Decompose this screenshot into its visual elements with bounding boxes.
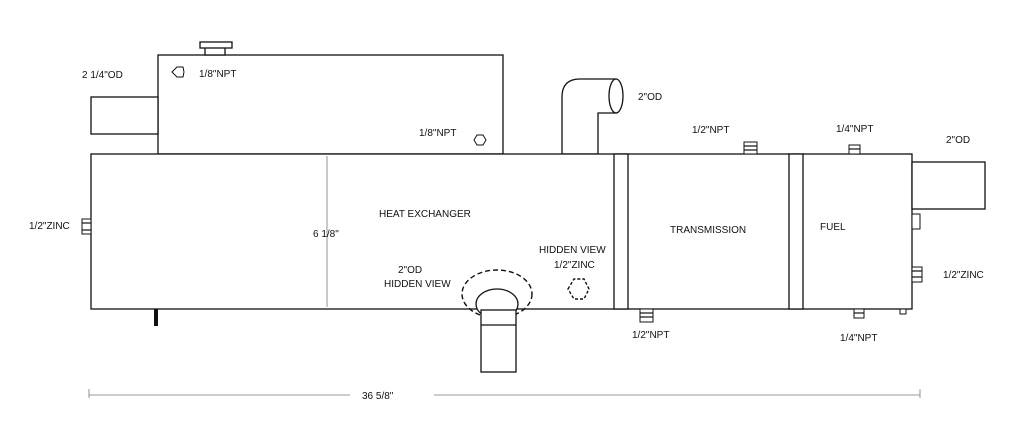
hidden-view-label-1: HIDDEN VIEW: [384, 279, 451, 290]
elbow-pipe: [561, 78, 617, 155]
npt-trans-top-label: 1/2"NPT: [692, 125, 729, 136]
partition-wall-2: [788, 153, 804, 310]
filler-cap: [199, 41, 233, 49]
elbow-pipe-end: [608, 78, 624, 114]
drain-pin: [154, 309, 158, 326]
trans-top-fitting: [743, 141, 758, 155]
hidden-view-label-2: HIDDEN VIEW: [539, 245, 606, 256]
zinc-right-top: [911, 213, 921, 230]
hex-port-icon: [473, 134, 487, 146]
fuel-label: FUEL: [820, 222, 846, 233]
small-drain: [899, 308, 907, 315]
elbow-od-label: 2"OD: [638, 92, 662, 103]
npt-fuel-top-label: 1/4"NPT: [836, 124, 873, 135]
top-reservoir: [157, 54, 504, 155]
zinc-right-bottom: [911, 266, 923, 283]
main-body: [90, 153, 913, 310]
hidden-od-label: 2"OD: [398, 265, 422, 276]
hex-port-icon: [171, 66, 185, 78]
height-dim-label: 6 1/8": [313, 229, 339, 240]
partition-wall-1: [613, 153, 629, 310]
outlet-od-label: 2"OD: [946, 135, 970, 146]
trans-bottom-fitting: [639, 308, 654, 323]
outlet-pipe: [911, 161, 986, 210]
npt-fuel-bottom-label: 1/4"NPT: [840, 333, 877, 344]
bottom-outlet-pipe: [480, 309, 517, 373]
zinc-right-label: 1/2"ZINC: [943, 270, 984, 281]
hidden-zinc-icon: [567, 278, 590, 300]
transmission-label: TRANSMISSION: [670, 225, 746, 236]
zinc-left-label: 1/2"ZINC: [29, 221, 70, 232]
inlet-od-label: 2 1/4"OD: [82, 70, 123, 81]
zinc-hidden-label: 1/2"ZINC: [554, 260, 595, 271]
inlet-pipe: [90, 96, 159, 135]
heat-exchanger-label: HEAT EXCHANGER: [379, 209, 471, 220]
zinc-left-fitting: [81, 218, 92, 235]
length-dim-label: 36 5/8": [362, 391, 394, 402]
npt-trans-bottom-label: 1/2"NPT: [632, 330, 669, 341]
hidden-outlet-outer: [461, 269, 533, 319]
npt-top-right-label: 1/8"NPT: [419, 128, 456, 139]
npt-top-left-label: 1/8"NPT: [199, 69, 236, 80]
